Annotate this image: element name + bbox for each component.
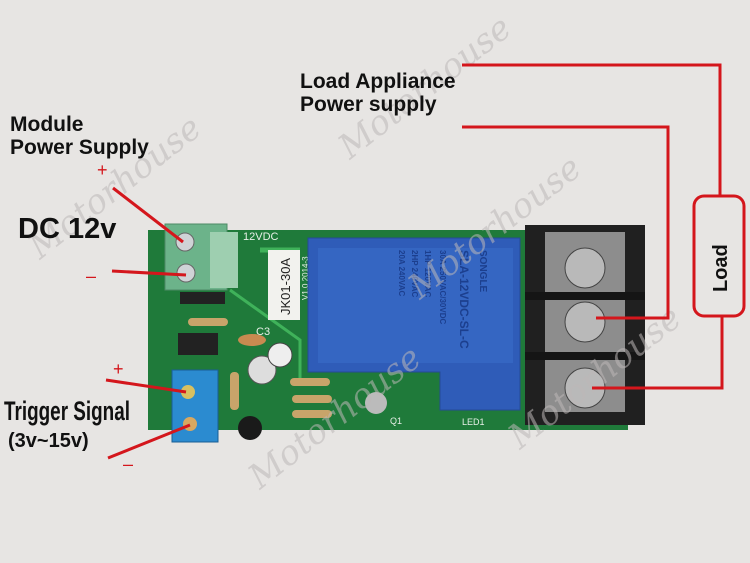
- screw-signal-plus: [181, 385, 195, 399]
- trigger-range-label: (3v~15v): [8, 430, 89, 452]
- ceramic-capacitor: [238, 334, 266, 346]
- load-terminal-block: [525, 225, 645, 425]
- dc-voltage-label: DC 12v: [18, 213, 116, 245]
- transistor-label: Q1: [390, 416, 402, 426]
- transistor: [365, 392, 387, 414]
- signal-minus-sign: –: [123, 454, 133, 474]
- relay-rating-2: 1HP 120VAC: [423, 250, 432, 298]
- resistor: [188, 318, 228, 326]
- model-sticker: [268, 250, 300, 320]
- module-label-1: Module: [10, 113, 84, 136]
- resistor: [230, 372, 239, 410]
- load-label: Load: [710, 244, 732, 292]
- power-label: 12VDC: [243, 231, 279, 243]
- screw-nc: [564, 247, 606, 289]
- load-supply-label-1: Load Appliance: [300, 70, 456, 93]
- power-minus-sign: –: [86, 266, 96, 286]
- power-terminal: [164, 223, 238, 291]
- relay-rating-3: 2HP 240VAC: [410, 250, 419, 298]
- power-plus-sign: +: [97, 160, 108, 180]
- screw-com: [564, 301, 606, 343]
- load-supply-label-2: Power supply: [300, 93, 437, 116]
- annotation-lines: [105, 63, 746, 460]
- capacitor: [247, 355, 277, 385]
- screw-minus: [176, 263, 196, 283]
- signal-plus-sign: +: [113, 359, 124, 379]
- signal-terminal: [171, 369, 219, 443]
- screw-plus: [175, 232, 195, 252]
- version-label: V1.0 2014-3: [301, 256, 310, 300]
- relay: SONGLE SLA-12VDC-SL-C 30A 250VAC/30VDC 1…: [307, 237, 521, 411]
- relay-brand: SONGLE: [477, 250, 488, 293]
- relay-rating-4: 20A 240VAC: [397, 250, 406, 296]
- led-label: LED1: [462, 417, 485, 427]
- capacitor: [267, 342, 293, 368]
- resistor: [292, 410, 332, 418]
- screw-signal-minus: [183, 417, 197, 431]
- optocoupler: [178, 333, 218, 355]
- load-box: [692, 194, 746, 318]
- trigger-label: Trigger Signal: [4, 396, 130, 426]
- resistor: [292, 395, 332, 403]
- diode: [180, 292, 225, 304]
- module-label-2: Power Supply: [10, 136, 149, 159]
- model-label: JK01-30A: [278, 258, 293, 315]
- relay-model: SLA-12VDC-SL-C: [457, 250, 471, 349]
- relay-rating-1: 30A 250VAC/30VDC: [438, 250, 447, 324]
- resistor: [290, 378, 330, 386]
- transistor: [238, 416, 262, 440]
